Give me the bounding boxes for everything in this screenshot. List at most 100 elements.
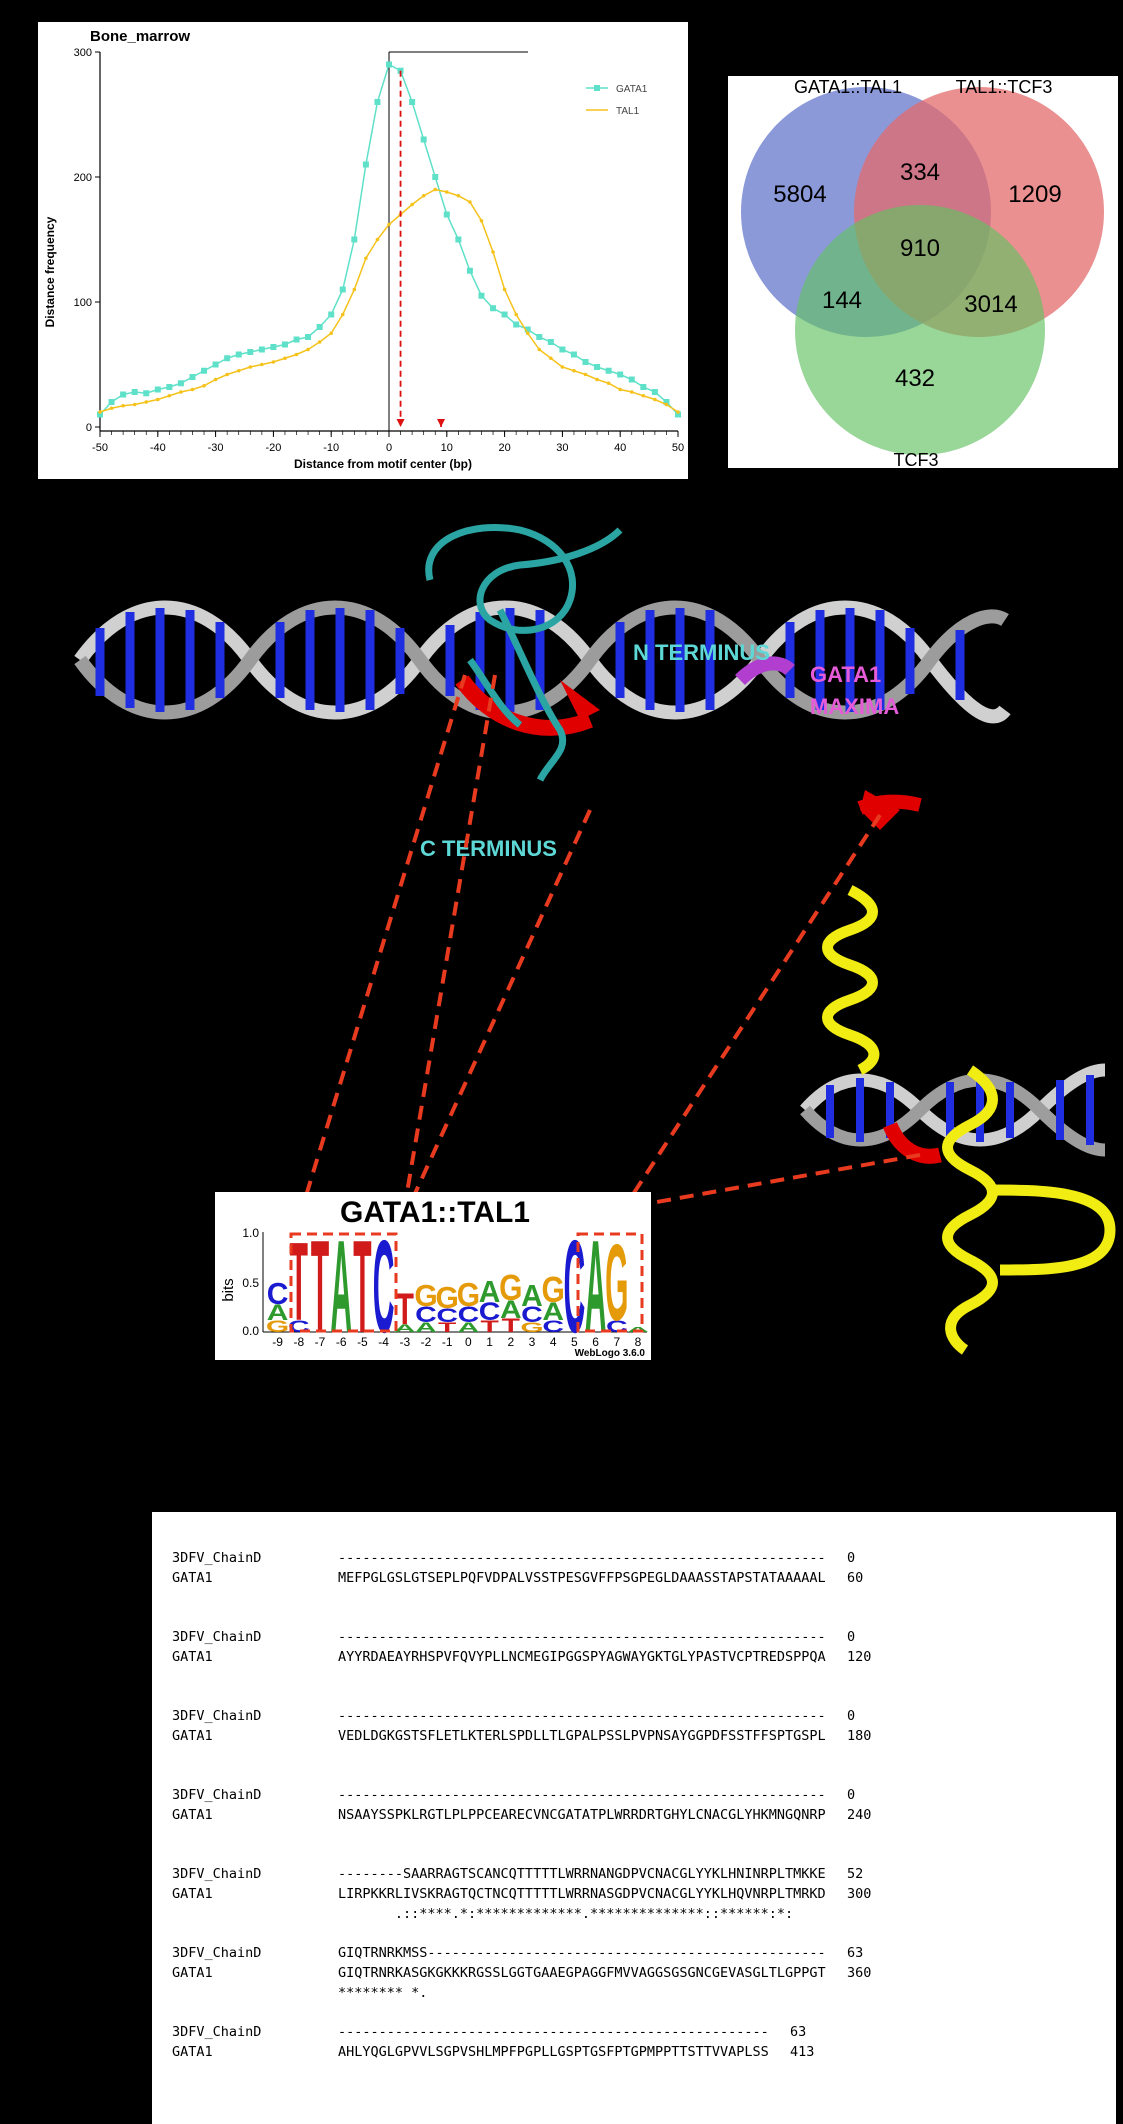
y-tick-label: 300 xyxy=(74,47,92,59)
x-tick-label: -50 xyxy=(92,442,108,454)
logo-letter: A xyxy=(267,1300,289,1325)
data-point-gata1 xyxy=(154,386,161,393)
y-tick-label: 0 xyxy=(86,422,92,434)
logo-letter: G xyxy=(457,1276,480,1314)
logo-letter: T xyxy=(311,1213,329,1361)
data-point-gata1 xyxy=(617,371,624,378)
alignment-num: 63 xyxy=(847,1945,864,1961)
logo-xtick: -7 xyxy=(315,1335,326,1349)
data-point-tal1 xyxy=(213,377,218,382)
panel-letter-b: B xyxy=(742,18,765,55)
alignment-num: 360 xyxy=(847,1965,872,1981)
dna-helix-main xyxy=(74,600,1011,830)
data-point-tal1 xyxy=(410,202,414,207)
alignment-seq: MEFPGLGSLGTSEPLPQFVDPALVSSTPESGVFFPSGPEG… xyxy=(338,1570,826,1586)
logo-xtick: -9 xyxy=(272,1335,283,1349)
data-point-gata1 xyxy=(513,321,520,328)
logo-ylabel: bits xyxy=(220,1278,237,1301)
logo-box-right xyxy=(576,1232,644,1333)
logo-letter: C xyxy=(458,1302,480,1327)
data-point-tal1 xyxy=(283,356,287,361)
x-axis-label: Distance from motif center (bp) xyxy=(294,457,472,471)
data-point-gata1 xyxy=(478,292,485,299)
data-point-gata1 xyxy=(490,305,497,312)
logo-xtick: -6 xyxy=(336,1335,347,1349)
alignment-name: 3DFV_ChainD xyxy=(172,1629,262,1645)
logo-letter: C xyxy=(267,1278,289,1311)
panel-a-line-chart: Bone_marrow Distance frequency Distance … xyxy=(38,22,688,479)
data-point-tal1 xyxy=(271,360,276,364)
data-point-gata1 xyxy=(131,389,138,395)
label-c-terminus: C TERMINUS xyxy=(420,836,557,861)
alignment-name: GATA1 xyxy=(172,1886,213,1902)
alignment-num: 180 xyxy=(847,1728,872,1744)
logo-xtick: -3 xyxy=(399,1335,410,1349)
data-point-tal1 xyxy=(606,381,611,386)
data-point-gata1 xyxy=(455,236,462,243)
x-tick-label: -20 xyxy=(265,442,281,454)
data-point-tal1 xyxy=(491,250,495,254)
alignment-num: 52 xyxy=(847,1866,864,1882)
alignment-seq: ----------------------------------------… xyxy=(338,2024,769,2040)
alignment-block: 3DFV_ChainD-----------------------------… xyxy=(172,1706,1092,1766)
data-point-gata1 xyxy=(212,361,219,368)
data-point-tal1 xyxy=(329,331,334,336)
logo-letter: A xyxy=(330,1213,352,1361)
data-point-tal1 xyxy=(340,312,345,317)
data-point-gata1 xyxy=(97,411,103,418)
data-point-gata1 xyxy=(224,355,231,362)
label-gata1: GATA1 xyxy=(810,662,881,687)
dna-helix-secondary xyxy=(800,1063,1106,1164)
logo-ytick-1: 1.0 xyxy=(242,1226,259,1240)
alignment-num: 120 xyxy=(847,1649,872,1665)
x-tick-label: 20 xyxy=(498,442,510,454)
alignment-name: 3DFV_ChainD xyxy=(172,1866,262,1882)
panel-letter-d: D xyxy=(30,1500,55,1537)
y-tick-label: 100 xyxy=(74,297,92,309)
data-point-tal1 xyxy=(190,387,195,392)
logo-letter: A xyxy=(521,1280,543,1313)
x-tick-label: 40 xyxy=(614,442,626,454)
venn-label-tcf3: TCF3 xyxy=(894,450,939,468)
venn-count-b-only: 1209 xyxy=(1008,181,1061,208)
alignment-name: 3DFV_ChainD xyxy=(172,1945,262,1961)
data-point-gata1 xyxy=(420,136,427,143)
data-point-tal1 xyxy=(514,312,518,317)
logo-letter: C xyxy=(542,1318,564,1337)
data-point-gata1 xyxy=(536,334,543,340)
data-point-gata1 xyxy=(675,411,681,418)
alignment-seq: GIQTRNRKASGKGKKKRGSSLGGTGAAEGPAGGFMVVAGG… xyxy=(338,1965,826,1981)
chart-legend: GATA1 TAL1 xyxy=(586,84,648,117)
alignment-name: GATA1 xyxy=(172,1570,213,1586)
data-point-gata1 xyxy=(628,376,635,383)
data-point-tal1 xyxy=(121,403,125,408)
alignment-name: GATA1 xyxy=(172,1807,213,1823)
y-tick-label: 200 xyxy=(74,172,92,184)
data-point-tal1 xyxy=(248,365,253,369)
logo-xtick: 6 xyxy=(592,1335,599,1349)
data-point-tal1 xyxy=(364,256,368,261)
venn-label-gata1-tal1: GATA1::TAL1 xyxy=(794,77,902,97)
alignment-num: 63 xyxy=(789,2024,807,2040)
data-point-gata1 xyxy=(339,286,346,293)
data-point-gata1 xyxy=(177,380,184,387)
data-point-tal1 xyxy=(549,356,553,361)
label-n-terminus: N TERMINUS xyxy=(633,640,770,665)
peak-marker-arrow xyxy=(437,419,446,427)
x-tick-label: 50 xyxy=(672,442,684,454)
data-point-gata1 xyxy=(270,344,277,350)
data-point-gata1 xyxy=(351,236,358,243)
data-point-gata1 xyxy=(443,211,450,218)
alignment-consensus: .::****.*:*************.**************::… xyxy=(338,1906,794,1922)
logo-letter: G xyxy=(499,1268,522,1308)
alignment-block: 3DFV_ChainD-----------------------------… xyxy=(172,2022,1092,2082)
tal1-protein-ribbon xyxy=(822,885,1116,1355)
data-point-tal1 xyxy=(306,347,310,352)
data-point-tal1 xyxy=(618,387,622,392)
logo-xtick: 0 xyxy=(465,1335,472,1349)
alignment-seq: GIQTRNRKMSS-----------------------------… xyxy=(338,1945,826,1961)
alignment-num: 0 xyxy=(847,1550,856,1566)
alignment-seq: --------SAARRAGTSCANCQTTTTTLWRRNANGDPVCN… xyxy=(338,1866,826,1882)
logo-letter: G xyxy=(414,1280,437,1313)
